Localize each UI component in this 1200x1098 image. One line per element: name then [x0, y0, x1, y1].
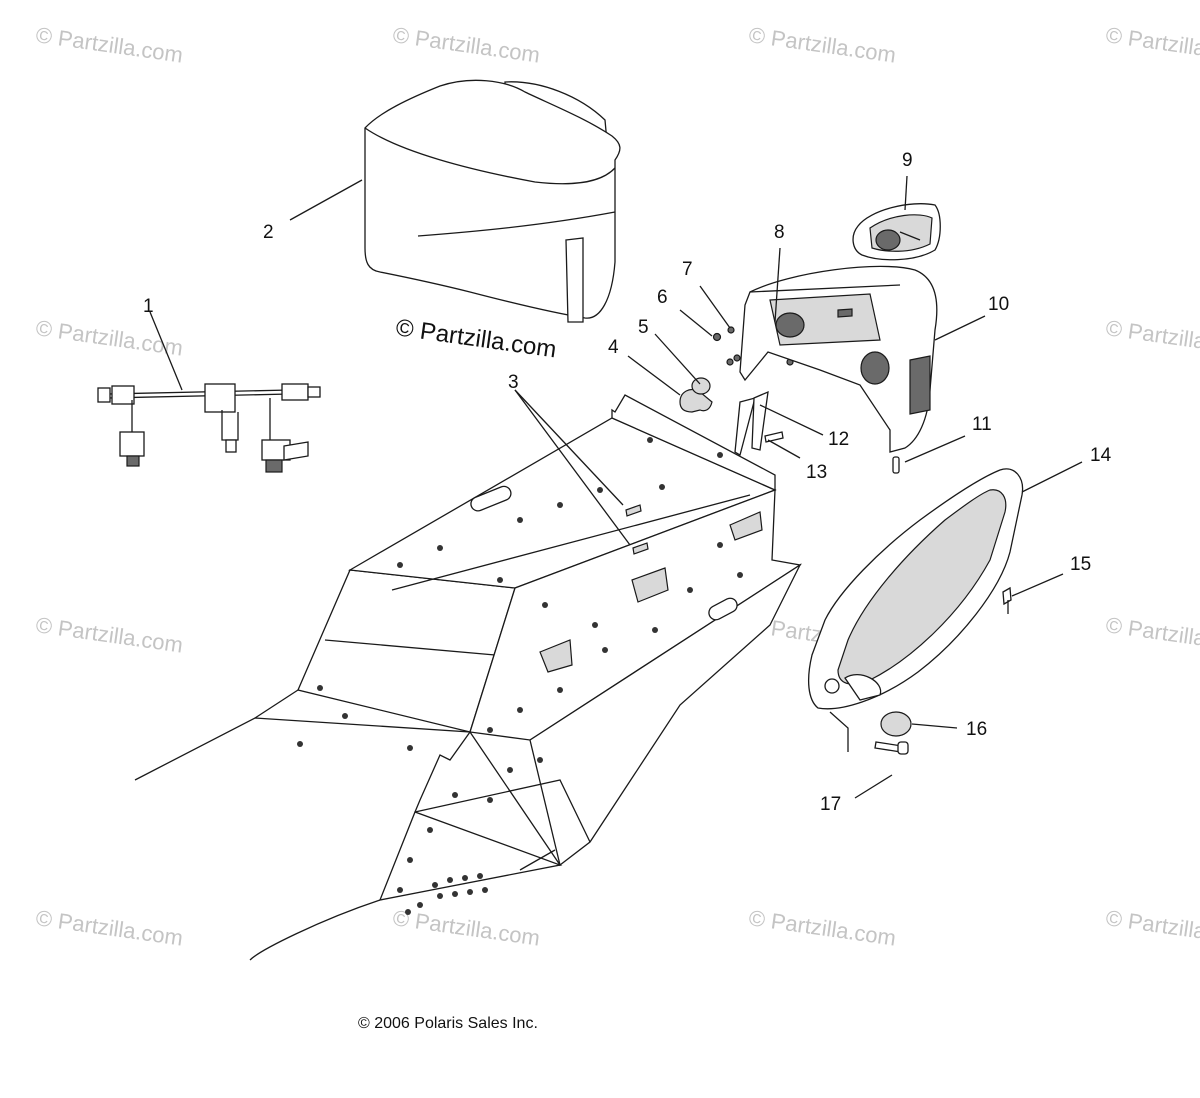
callout-15: 15 — [1070, 554, 1091, 575]
callout-3: 3 — [508, 372, 519, 393]
copyright-notice: © 2006 Polaris Sales Inc. — [358, 1015, 538, 1032]
watermark: © Partzilla.com — [747, 22, 897, 67]
watermark: © Partzilla.com — [391, 22, 541, 67]
callout-5: 5 — [638, 317, 649, 338]
callout-14: 14 — [1090, 445, 1112, 466]
callout-labels: 1 2 3 4 5 6 7 8 9 10 11 12 13 14 15 16 1… — [143, 150, 1112, 815]
callout-7: 7 — [682, 259, 693, 280]
callout-13: 13 — [806, 462, 827, 483]
part-screw-13[interactable] — [764, 431, 784, 443]
part-bracket-12[interactable] — [734, 390, 769, 457]
callout-1: 1 — [143, 296, 154, 317]
callout-2: 2 — [263, 222, 274, 243]
part-rivet-15[interactable] — [1002, 586, 1012, 614]
callout-16: 16 — [966, 719, 987, 740]
chassis-tunnel — [134, 394, 802, 961]
callout-6: 6 — [657, 287, 668, 308]
center-watermark: © Partzilla.com — [394, 314, 558, 363]
part-wiring-harness[interactable] — [97, 383, 321, 473]
part-seat-cushion[interactable] — [364, 79, 621, 323]
callout-9: 9 — [902, 150, 913, 171]
callout-12: 12 — [828, 429, 849, 450]
callout-10: 10 — [988, 294, 1009, 315]
part-side-panel[interactable] — [807, 468, 1024, 710]
part-bolts[interactable] — [625, 504, 649, 555]
part-pin[interactable] — [892, 456, 900, 474]
callout-8: 8 — [774, 222, 785, 243]
watermark: © Partzilla.com — [1104, 22, 1200, 67]
part-rear-housing[interactable] — [739, 265, 938, 453]
watermark: © Partzilla.com — [391, 905, 541, 950]
callout-11: 11 — [972, 414, 992, 435]
part-tail-light[interactable] — [852, 203, 941, 261]
watermark: © Partzilla.com — [34, 905, 184, 950]
callout-17: 17 — [820, 794, 841, 815]
watermark: © Partzilla.com — [34, 315, 184, 360]
watermark: © Partzilla.com — [1104, 612, 1200, 657]
watermark: © Partzilla.com — [747, 905, 897, 950]
leader-lines — [149, 175, 1083, 799]
part-nut-6[interactable] — [712, 332, 722, 342]
watermark: © Partzilla.com — [1104, 315, 1200, 360]
callout-4: 4 — [608, 337, 619, 358]
mounting-holes — [297, 437, 743, 915]
watermark: © Partzilla.com — [34, 22, 184, 67]
watermark: © Partzilla.com — [1104, 905, 1200, 950]
part-knob[interactable] — [691, 377, 711, 395]
part-plug-16[interactable] — [880, 711, 912, 737]
watermark: © Partzilla.com — [34, 612, 184, 657]
part-latch[interactable] — [679, 389, 713, 413]
part-screw-17[interactable] — [874, 741, 909, 755]
